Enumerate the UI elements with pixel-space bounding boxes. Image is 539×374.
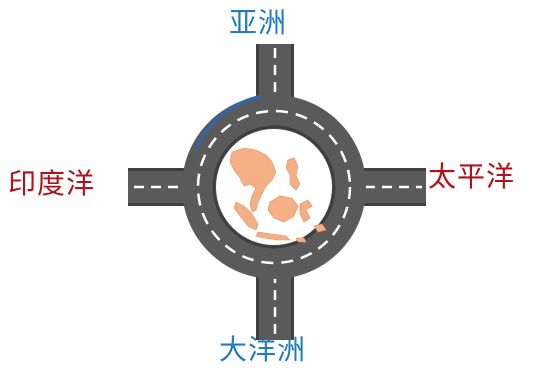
label-oceania: 大洋洲 [219,333,307,366]
southeast-asia-map-icon [229,147,327,243]
label-indian-ocean: 印度洋 [8,167,96,200]
label-pacific-ocean: 太平洋 [428,160,516,193]
roundabout-ring [182,94,366,279]
label-asia: 亚洲 [229,6,288,39]
